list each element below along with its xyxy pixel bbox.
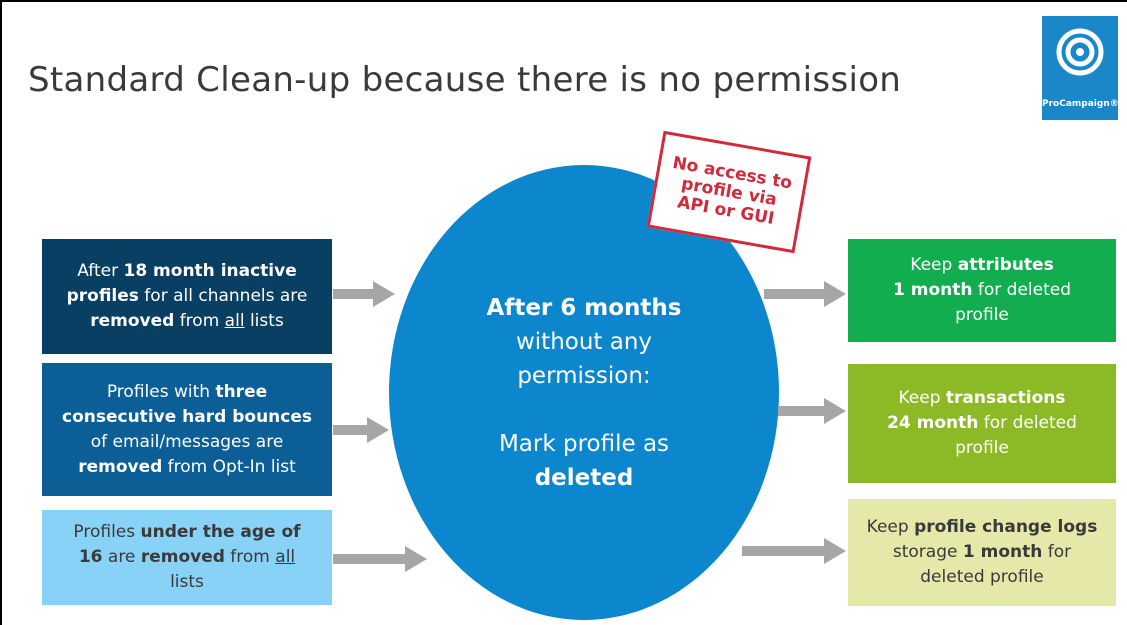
box-line: After 18 month inactive: [77, 261, 297, 281]
arrow-right-icon: [333, 546, 427, 572]
box-line: deleted profile: [920, 567, 1044, 587]
left-box-hard-bounces: Profiles with three consecutive hard bou…: [42, 363, 332, 496]
concentric-circles-icon: [1056, 28, 1104, 76]
arrow-right-icon: [778, 398, 846, 424]
circle-line: Mark profile as: [498, 430, 670, 457]
right-box-transactions: Keep transactions 24 month for deleted p…: [848, 364, 1116, 483]
box-line: lists: [170, 572, 204, 592]
box-line: Keep attributes: [910, 255, 1054, 275]
arrow-right-icon: [333, 281, 395, 307]
box-line: Keep profile change logs: [866, 517, 1098, 537]
box-line: 16 are removed from all: [78, 547, 296, 567]
circle-line: without any: [515, 328, 653, 355]
box-line: storage 1 month for: [892, 542, 1072, 562]
logo-text: ProCampaign®: [1042, 99, 1119, 109]
right-box-change-logs: Keep profile change logs storage 1 month…: [848, 499, 1116, 606]
box-line: Keep transactions: [898, 388, 1066, 408]
left-box-underage: Profiles under the age of 16 are removed…: [42, 510, 332, 605]
circle-line: permission:: [517, 362, 651, 389]
arrow-right-icon: [333, 417, 389, 443]
arrow-right-icon: [742, 538, 846, 564]
left-box-inactive-profiles: After 18 month inactive profiles for all…: [42, 239, 332, 354]
box-line: profiles for all channels are: [66, 286, 308, 306]
right-box-attributes: Keep attributes 1 month for deleted prof…: [848, 239, 1116, 342]
central-circle: After 6 months without any permission: M…: [389, 165, 779, 620]
box-line: removed from Opt-In list: [78, 456, 296, 477]
slide-title: Standard Clean-up because there is no pe…: [28, 60, 902, 100]
box-line: removed from all lists: [90, 311, 284, 331]
box-line: Profiles with three: [106, 381, 268, 402]
box-line: of email/messages are: [90, 431, 284, 452]
arrow-right-icon: [764, 281, 846, 307]
box-line: 24 month for deleted: [887, 413, 1077, 433]
procampaign-logo: ProCampaign®: [1042, 16, 1119, 120]
box-line: profile: [955, 438, 1009, 458]
box-line: Profiles under the age of: [73, 522, 301, 542]
box-line: profile: [955, 305, 1009, 325]
circle-heading: After 6 months: [486, 294, 682, 321]
box-line: 1 month for deleted: [892, 280, 1071, 300]
box-line: consecutive hard bounces: [62, 406, 312, 427]
circle-line-deleted: deleted: [534, 464, 634, 491]
